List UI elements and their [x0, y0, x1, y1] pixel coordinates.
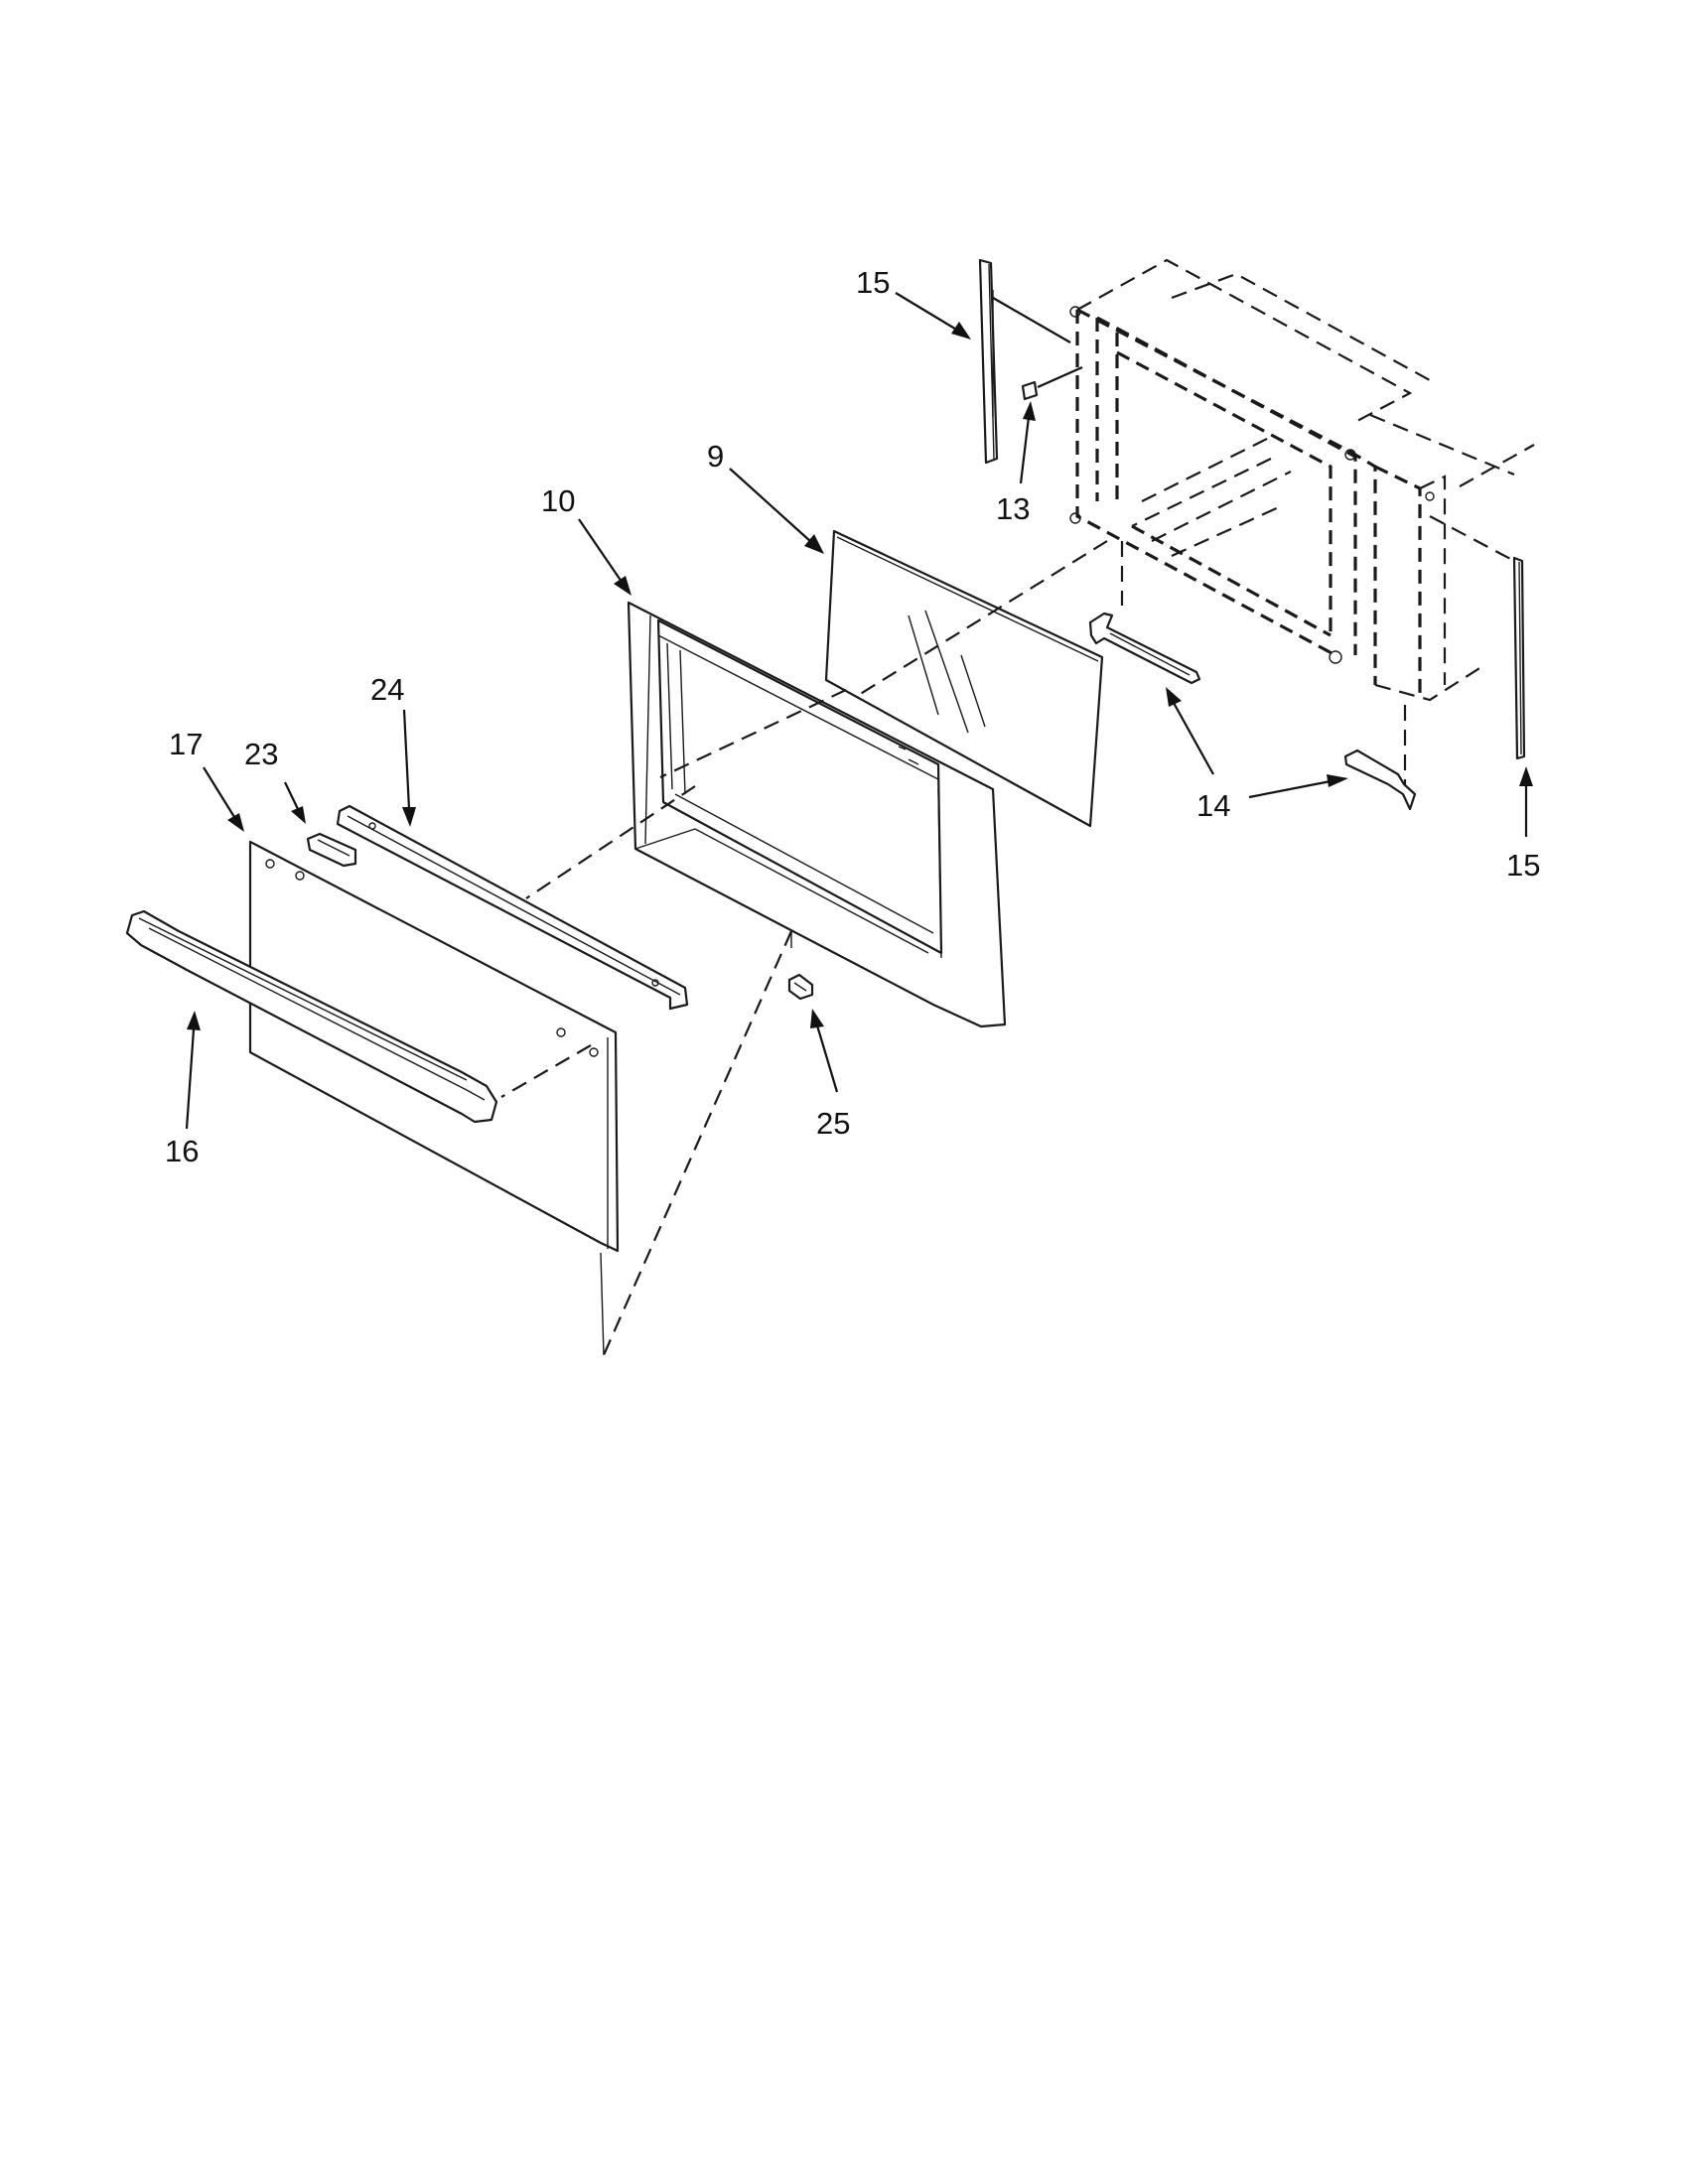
callout-9: 9 — [707, 439, 724, 474]
callout-10: 10 — [541, 483, 575, 518]
part-10-door-frame — [627, 601, 1007, 1028]
part-9-glass-panel — [824, 529, 1104, 828]
oven-cavity-outline — [1069, 258, 1535, 784]
callout-14: 14 — [1196, 788, 1230, 823]
assembly-lines — [500, 458, 1272, 1356]
callout-24: 24 — [370, 672, 404, 707]
callout-25: 25 — [816, 1106, 850, 1141]
part-16-door-handle — [125, 909, 498, 1124]
callout-16: 16 — [165, 1134, 199, 1168]
callout-labels: 9 10 13 14 15 15 16 17 23 24 25 — [165, 265, 1540, 1168]
part-25-clip — [787, 973, 814, 1001]
part-14-hinge-bracket-upper — [1088, 612, 1201, 685]
callout-17: 17 — [169, 727, 203, 761]
part-24-trim-strip — [336, 804, 689, 1011]
part-23-small-bracket — [306, 832, 357, 868]
callout-13: 13 — [996, 491, 1030, 526]
part-15-strip-left — [978, 258, 1071, 465]
part-13-clip — [1021, 365, 1083, 401]
part-17-door-panel — [248, 840, 620, 1253]
leader-lines — [185, 292, 1533, 1130]
part-14-hinge-bracket-lower — [1343, 749, 1417, 811]
part-15-strip-right — [1429, 515, 1526, 760]
callout-15-bottom: 15 — [1506, 848, 1540, 883]
callout-23: 23 — [244, 737, 278, 771]
callout-15-top: 15 — [856, 265, 890, 300]
